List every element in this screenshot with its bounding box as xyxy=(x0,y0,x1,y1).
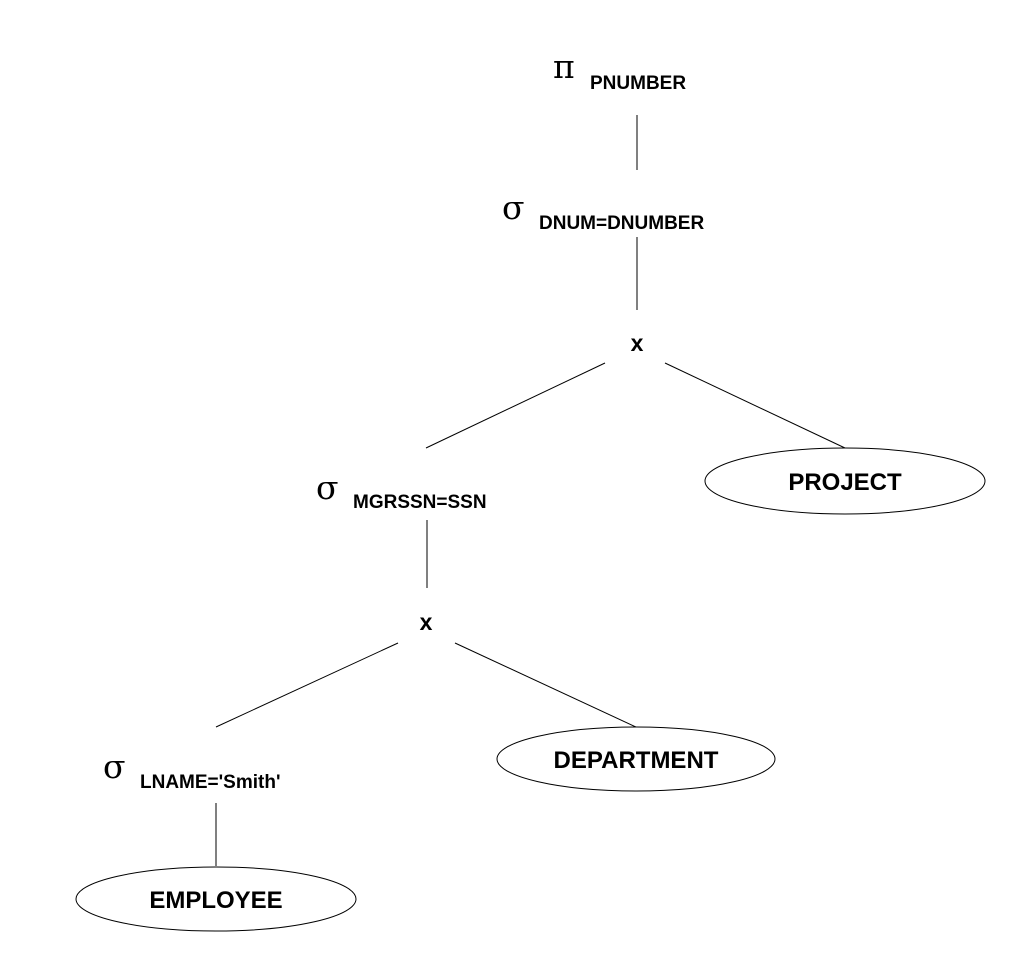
sigma-symbol: σ xyxy=(316,468,339,507)
pi-symbol: π xyxy=(553,47,575,86)
sigma-symbol: σ xyxy=(502,188,525,227)
relation-employee: EMPLOYEE xyxy=(75,866,357,932)
edge-cross-inner-to-select-lname xyxy=(215,642,399,728)
projection-attribute: PNUMBER xyxy=(590,73,686,94)
relation-ellipse xyxy=(496,726,776,792)
projection-node: π PNUMBER xyxy=(553,47,686,94)
edge-cross-inner-to-department xyxy=(454,642,637,728)
relation-label: PROJECT xyxy=(788,469,902,496)
cross-product-inner: x xyxy=(420,609,433,635)
selection-node-mgrssn: σ MGRSSN=SSN xyxy=(316,468,487,513)
selection-condition-mgrssn: MGRSSN=SSN xyxy=(353,492,487,513)
sigma-symbol: σ xyxy=(103,747,126,786)
relation-label: DEPARTMENT xyxy=(554,747,719,774)
relation-ellipse xyxy=(704,447,986,515)
selection-condition-lname: LNAME='Smith' xyxy=(140,772,280,793)
edge-cross-outer-to-project-relation xyxy=(664,362,846,449)
selection-node-lname: σ LNAME='Smith' xyxy=(103,747,280,793)
edge-cross-outer-to-select-mgrssn xyxy=(425,362,606,449)
selection-condition-dnum: DNUM=DNUMBER xyxy=(539,213,704,234)
relation-ellipse xyxy=(75,866,357,932)
relation-department: DEPARTMENT xyxy=(496,726,776,792)
relation-label: EMPLOYEE xyxy=(149,887,282,914)
selection-node-dnum: σ DNUM=DNUMBER xyxy=(502,188,704,234)
cross-product-outer: x xyxy=(631,330,644,356)
relation-project: PROJECT xyxy=(704,447,986,515)
